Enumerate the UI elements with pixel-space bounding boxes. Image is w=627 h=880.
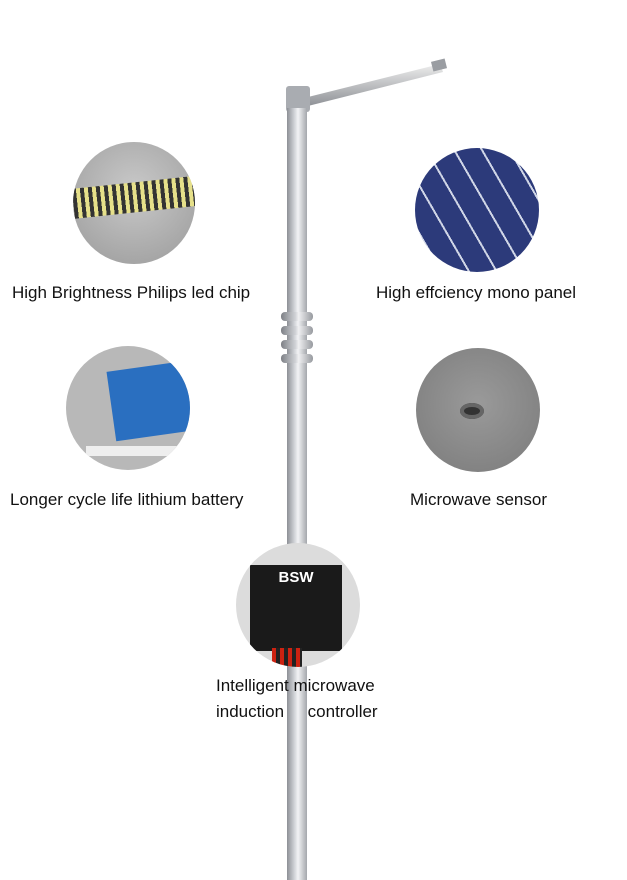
feature-controller-label-line1: Intelligent microwave bbox=[216, 676, 375, 695]
pole-collar bbox=[281, 326, 313, 335]
battery-image bbox=[66, 346, 190, 470]
pole bbox=[287, 108, 307, 880]
lamp-arm bbox=[286, 58, 448, 112]
pole-collar bbox=[281, 312, 313, 321]
pole-collar bbox=[281, 354, 313, 363]
feature-led-chip-label: High Brightness Philips led chip bbox=[12, 283, 251, 302]
feature-controller-label-line2: induction controller bbox=[216, 702, 378, 721]
feature-sensor-label: Microwave sensor bbox=[410, 490, 547, 509]
pole-collar bbox=[281, 340, 313, 349]
led-chip-image bbox=[73, 142, 195, 264]
feature-battery-label: Longer cycle life lithium battery bbox=[10, 490, 244, 509]
solar-panel-image bbox=[415, 148, 539, 272]
controller-logo: BSW bbox=[250, 565, 342, 651]
controller-image: BSW bbox=[236, 543, 360, 667]
feature-panel-label: High effciency mono panel bbox=[376, 283, 577, 302]
microwave-sensor-image bbox=[416, 348, 540, 472]
